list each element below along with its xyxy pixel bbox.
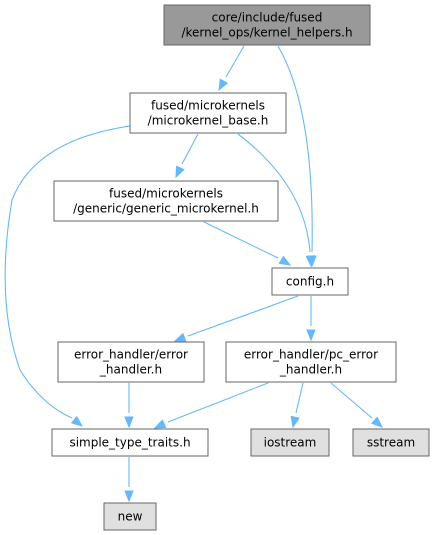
node-box (53, 180, 279, 222)
node-label-line: /generic/generic_microkernel.h (73, 202, 259, 216)
edge-kernel_helpers-to-microkernel_base (218, 45, 245, 92)
edge-line (295, 382, 304, 414)
node-label-line: fused/microkernels (151, 99, 265, 113)
node-simple_type_traits[interactable]: simple_type_traits.h (51, 428, 209, 457)
node-box (225, 341, 397, 383)
edge-simple_type_traits-to-new (124, 457, 134, 503)
arrowhead (278, 255, 292, 266)
node-generic_microkernel[interactable]: fused/microkernels/generic/generic_micro… (53, 180, 279, 222)
node-label-line: new (118, 510, 143, 524)
edge-microkernel_base-to-config (237, 133, 315, 268)
node-label-line: error_handler/error (74, 348, 188, 362)
edge-config-to-error_handler (173, 295, 299, 342)
arrowhead (290, 415, 300, 429)
edge-line (181, 133, 199, 165)
node-label-line: simple_type_traits.h (69, 436, 190, 450)
node-label-line: error_handler/pc_error (244, 348, 378, 362)
node-label-line: sstream (367, 436, 415, 450)
edge-line (237, 133, 311, 253)
edges-layer (4, 45, 384, 503)
edge-line (330, 382, 373, 419)
edge-line (277, 45, 313, 253)
arrowhead (153, 419, 167, 429)
arrowhead (124, 416, 134, 429)
arrowhead (218, 78, 229, 92)
edge-microkernel_base-to-generic_microkernel (175, 133, 199, 179)
edge-microkernel_base-to-simple_type_traits (4, 125, 131, 427)
arrowhead (175, 165, 185, 179)
node-iostream: iostream (250, 428, 330, 457)
node-error_handler[interactable]: error_handler/error_handler.h (57, 341, 205, 383)
node-label-line: iostream (264, 436, 317, 450)
node-box (51, 428, 209, 457)
nodes-layer: core/include/fused/kernel_ops/kernel_hel… (51, 4, 430, 531)
node-pc_error_handler[interactable]: error_handler/pc_error_handler.h (225, 341, 397, 383)
node-label-line: /kernel_ops/kernel_helpers.h (181, 26, 352, 40)
node-new: new (103, 502, 157, 531)
arrowhead (305, 255, 315, 268)
edge-line (203, 221, 279, 259)
edge-error_handler-to-simple_type_traits (124, 383, 134, 429)
node-sstream: sstream (352, 428, 430, 457)
node-box (163, 4, 371, 46)
edge-pc_error_handler-to-simple_type_traits (153, 382, 269, 429)
node-config[interactable]: config.h (271, 267, 349, 296)
edge-config-to-pc_error_handler (306, 296, 316, 342)
node-label-line: config.h (286, 275, 334, 289)
node-box (250, 428, 330, 457)
edge-line (167, 382, 269, 423)
arrowhead (306, 329, 316, 342)
edge-line (225, 45, 245, 78)
arrowhead (70, 415, 84, 427)
arrowhead (371, 416, 384, 428)
edge-pc_error_handler-to-sstream (330, 382, 384, 428)
node-label-line: core/include/fused (212, 11, 323, 25)
node-label-line: _handler.h (99, 363, 162, 377)
node-microkernel_base[interactable]: fused/microkernels/microkernel_base.h (129, 92, 287, 134)
edge-line (187, 295, 299, 337)
node-label-line: fused/microkernels (109, 187, 223, 201)
edge-kernel_helpers-to-config (277, 45, 317, 268)
edge-line (4, 125, 131, 419)
node-box (129, 92, 287, 134)
node-box (103, 502, 157, 531)
node-kernel_helpers[interactable]: core/include/fused/kernel_ops/kernel_hel… (163, 4, 371, 46)
node-box (271, 267, 349, 296)
edge-pc_error_handler-to-iostream (290, 382, 304, 429)
arrowhead (124, 490, 134, 503)
node-label-line: _handler.h (279, 363, 342, 377)
node-label-line: /microkernel_base.h (148, 114, 269, 128)
edge-generic_microkernel-to-config (203, 221, 292, 266)
node-box (57, 341, 205, 383)
node-box (352, 428, 430, 457)
arrowhead (173, 332, 187, 342)
